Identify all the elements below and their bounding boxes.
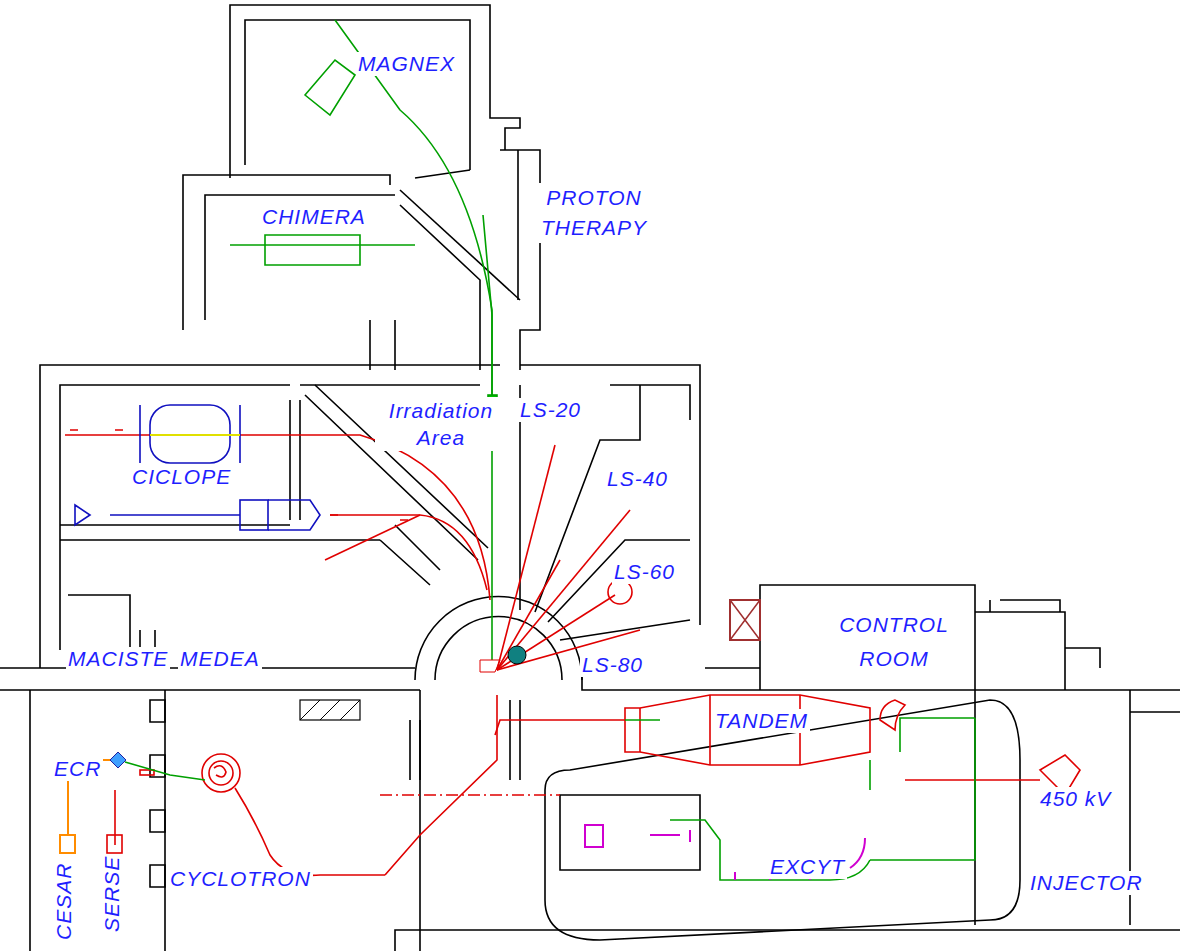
area-label: LS-20 [518, 398, 583, 422]
area-label: PROTON THERAPY [536, 183, 652, 243]
area-label: ECR [52, 757, 103, 781]
area-label: SERSE [100, 854, 124, 934]
area-label: CESAR [52, 861, 76, 942]
area-label: INJECTOR [1028, 871, 1145, 895]
area-label: CYCLOTRON [168, 867, 313, 891]
area-label: CONTROL ROOM [825, 608, 963, 676]
area-label: 450 kV [1038, 787, 1113, 811]
area-label: CHIMERA [260, 205, 368, 229]
area-label: LS-60 [612, 560, 677, 584]
area-label: EXCYT [768, 855, 847, 879]
area-label: MAGNEX [356, 52, 457, 76]
area-label: LS-40 [605, 467, 670, 491]
area-label: LS-80 [580, 653, 645, 677]
area-label: CICLOPE [130, 465, 233, 489]
area-label: MACISTE [66, 647, 170, 671]
area-label: TANDEM [713, 709, 810, 733]
area-label: Irradiation Area [375, 397, 507, 451]
area-label: MEDEA [178, 647, 262, 671]
